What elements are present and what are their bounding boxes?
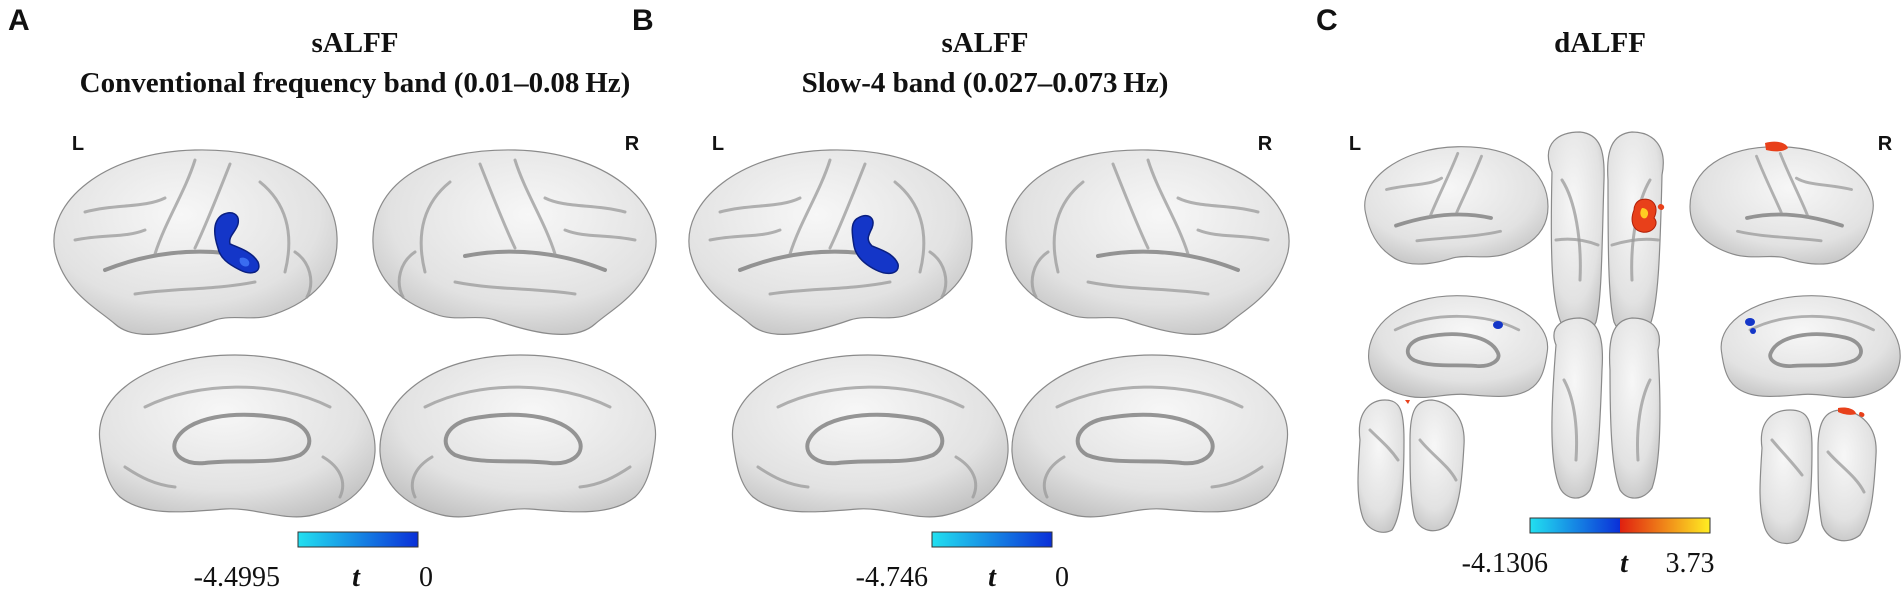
- colorbar-variable-label: t: [988, 562, 997, 593]
- panel-title-line2: Slow-4 band (0.027–0.073 Hz): [802, 67, 1169, 99]
- brain-lateral-right: [1003, 147, 1292, 337]
- colorbar-gradient: [1529, 517, 1711, 534]
- panel-letter: C: [1316, 4, 1338, 37]
- activation-blob-negative: [851, 214, 899, 275]
- colorbar-max-label: 3.73: [1666, 548, 1715, 579]
- colorbar: -4.1306 t 3.73: [1462, 517, 1715, 579]
- left-hemisphere-label: L: [712, 133, 724, 155]
- colorbar-gradient: [931, 531, 1053, 548]
- brain-posterior-left: [1357, 399, 1465, 533]
- brain-lateral-right: [1688, 144, 1876, 266]
- colorbar-gradient: [297, 531, 419, 548]
- right-hemisphere-label: R: [1878, 133, 1893, 155]
- colorbar-min-label: -4.746: [856, 562, 928, 593]
- left-hemisphere-label: L: [1349, 133, 1361, 155]
- activation-blob-negative: [214, 212, 260, 274]
- panel-title-line1: sALFF: [312, 27, 399, 59]
- activation-blob-positive: [1838, 407, 1865, 417]
- activation-blob-positive: [1765, 141, 1788, 152]
- panel-b: B sALFF Slow-4 band (0.027–0.073 Hz) L R…: [632, 4, 1292, 593]
- colorbar-max-label: 0: [1055, 562, 1069, 593]
- right-hemisphere-label: R: [1258, 133, 1273, 155]
- brain-ventral: [1551, 317, 1661, 499]
- brain-dorsal: [1547, 131, 1664, 337]
- brain-lateral-left: [1362, 144, 1550, 266]
- activation-blob-negative: [1493, 318, 1756, 334]
- brain-medial-left: [730, 353, 1011, 519]
- brain-medial-left: [97, 353, 378, 519]
- brain-lateral-left: [686, 147, 975, 337]
- colorbar: -4.4995 t 0: [194, 531, 433, 593]
- panel-title-line1: sALFF: [942, 27, 1029, 59]
- brain-lateral-left: [51, 147, 340, 337]
- brain-lateral-right: [370, 147, 659, 337]
- panel-title-line1: dALFF: [1554, 27, 1646, 59]
- panel-letter: A: [8, 4, 30, 37]
- brain-posterior-right: [1759, 409, 1877, 545]
- left-hemisphere-label: L: [72, 133, 84, 155]
- brain-medial-left: [1366, 293, 1550, 400]
- colorbar-min-label: -4.4995: [194, 562, 280, 593]
- colorbar-variable-label: t: [352, 562, 361, 593]
- colorbar: -4.746 t 0: [856, 531, 1069, 593]
- colorbar-max-label: 0: [419, 562, 433, 593]
- panel-letter: B: [632, 4, 654, 37]
- brain-medial-right: [1719, 293, 1902, 400]
- colorbar-variable-label: t: [1620, 548, 1629, 579]
- colorbar-min-label: -4.1306: [1462, 548, 1548, 579]
- panel-title-line2: Conventional frequency band (0.01–0.08 H…: [80, 67, 631, 99]
- brain-medial-right: [377, 353, 658, 519]
- panel-a: A sALFF Conventional frequency band (0.0…: [8, 4, 659, 593]
- activation-blob-positive: [1631, 198, 1665, 233]
- panel-c: C dALFF L R: [1316, 4, 1902, 579]
- brain-medial-right: [1009, 353, 1290, 519]
- right-hemisphere-label: R: [625, 133, 640, 155]
